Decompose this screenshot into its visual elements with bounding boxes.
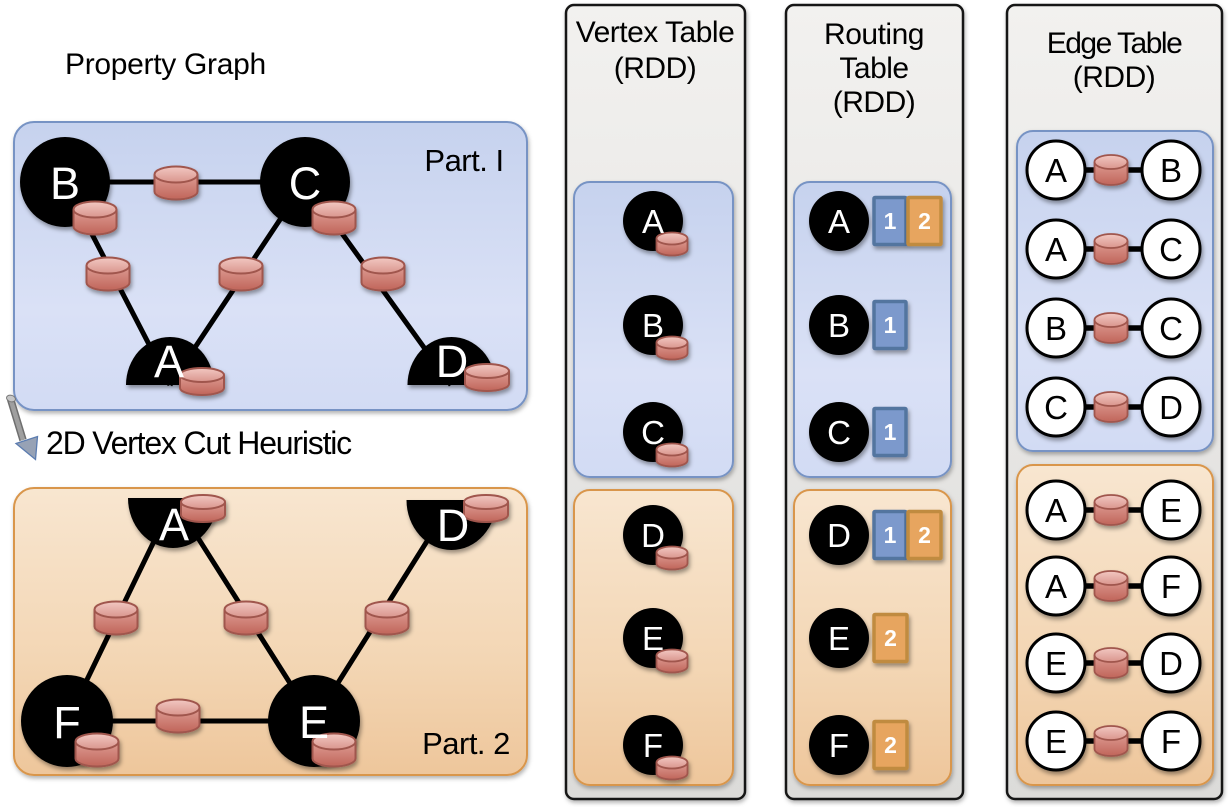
svg-text:D: D (436, 336, 469, 387)
svg-text:1: 1 (884, 208, 897, 234)
svg-text:Routing: Routing (824, 18, 924, 51)
svg-text:C: C (289, 158, 322, 209)
svg-text:E: E (642, 620, 664, 657)
svg-text:A: A (154, 336, 184, 387)
svg-text:D: D (641, 517, 665, 554)
svg-text:Part. 2: Part. 2 (422, 726, 510, 761)
svg-text:A: A (828, 203, 850, 240)
svg-text:D: D (437, 500, 470, 551)
svg-text:C: C (827, 414, 851, 451)
svg-text:A: A (1045, 152, 1067, 189)
svg-text:F: F (53, 697, 81, 748)
svg-text:C: C (1044, 389, 1068, 426)
svg-text:(RDD): (RDD) (614, 52, 696, 85)
svg-text:Edge Table: Edge Table (1047, 27, 1182, 60)
svg-text:B: B (1045, 310, 1067, 347)
svg-text:D: D (827, 517, 851, 554)
svg-text:(RDD): (RDD) (1073, 61, 1155, 94)
svg-text:Table: Table (839, 52, 908, 85)
svg-text:F: F (829, 727, 849, 764)
svg-text:1: 1 (884, 419, 897, 445)
svg-text:A: A (1045, 568, 1067, 605)
svg-text:F: F (1161, 723, 1181, 760)
svg-text:2: 2 (918, 522, 931, 548)
svg-text:C: C (1159, 231, 1183, 268)
svg-text:2D Vertex Cut Heuristic: 2D Vertex Cut Heuristic (46, 425, 352, 461)
svg-text:F: F (1161, 568, 1181, 605)
svg-text:2: 2 (884, 732, 897, 758)
svg-text:Part. I: Part. I (424, 143, 503, 178)
svg-text:1: 1 (884, 522, 897, 548)
svg-text:Vertex Table: Vertex Table (576, 16, 735, 49)
svg-text:E: E (828, 620, 850, 657)
svg-text:D: D (1159, 389, 1183, 426)
svg-text:C: C (641, 414, 665, 451)
svg-text:E: E (1045, 723, 1067, 760)
svg-text:2: 2 (884, 625, 897, 651)
svg-text:E: E (1160, 492, 1182, 529)
svg-text:B: B (828, 307, 850, 344)
svg-text:Property Graph: Property Graph (65, 48, 266, 81)
svg-text:A: A (1045, 231, 1067, 268)
svg-text:2: 2 (918, 208, 931, 234)
svg-text:C: C (1159, 310, 1183, 347)
svg-text:E: E (1045, 645, 1067, 682)
svg-text:A: A (642, 203, 664, 240)
svg-text:F: F (643, 727, 663, 764)
svg-text:B: B (50, 158, 80, 209)
svg-text:B: B (642, 307, 664, 344)
svg-text:(RDD): (RDD) (833, 86, 915, 119)
svg-text:A: A (1045, 492, 1067, 529)
svg-text:1: 1 (884, 312, 897, 338)
svg-text:E: E (299, 697, 329, 748)
svg-text:B: B (1160, 152, 1182, 189)
svg-text:A: A (159, 499, 189, 550)
svg-text:D: D (1159, 645, 1183, 682)
